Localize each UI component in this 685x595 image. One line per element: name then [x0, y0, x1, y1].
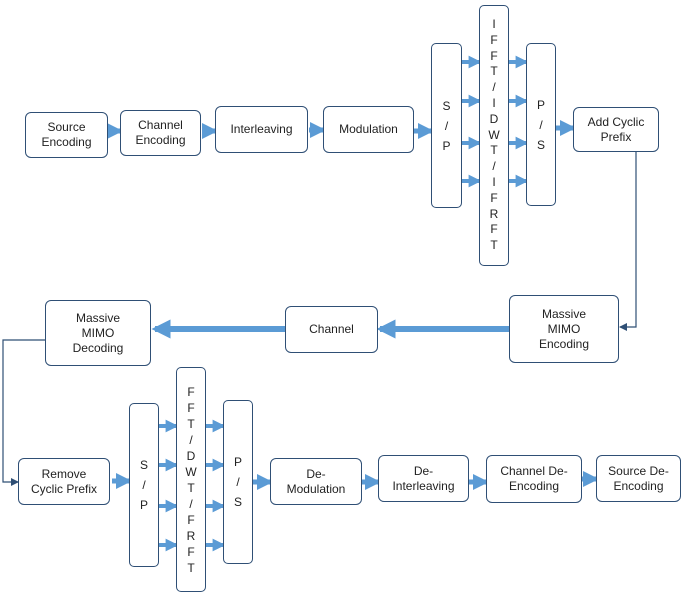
channel-encoding-block: Channel Encoding	[120, 110, 201, 156]
source-encoding-block: Source Encoding	[25, 112, 108, 158]
bottom-parallel-to-serial-label: P / S	[233, 455, 242, 509]
remove-cyclic-prefix-block: Remove Cyclic Prefix	[18, 458, 110, 505]
parallel-to-serial-label: P / S	[536, 97, 545, 152]
serial-to-parallel-label: S / P	[442, 98, 451, 153]
demodulation-block: De- Modulation	[270, 458, 362, 505]
bottom-parallel-to-serial-block: P / S	[223, 400, 253, 564]
interleaving-block: Interleaving	[215, 106, 308, 153]
add-cyclic-prefix-block: Add Cyclic Prefix	[573, 107, 659, 152]
massive-mimo-decoding-block: Massive MIMO Decoding	[45, 300, 151, 366]
massive-mimo-encoding-block: Massive MIMO Encoding	[509, 295, 619, 363]
channel-block: Channel	[285, 306, 378, 353]
connector-cyclic-to-mimo-encoding	[619, 151, 637, 331]
source-decoding-block: Source De- Encoding	[596, 455, 681, 502]
fft-dwt-frft-label: F F T / D W T / F R F T	[185, 384, 197, 575]
bottom-serial-to-parallel-block: S / P	[129, 403, 159, 567]
deinterleaving-block: De- Interleaving	[378, 455, 469, 502]
channel-decoding-block: Channel De- Encoding	[486, 455, 582, 503]
ifft-idwt-ifrft-label: I F F T / I D W T / I F R F T	[488, 17, 500, 253]
serial-to-parallel-block: S / P	[431, 43, 462, 208]
parallel-to-serial-block: P / S	[526, 43, 556, 206]
modulation-block: Modulation	[323, 106, 414, 153]
fft-dwt-frft-block: F F T / D W T / F R F T	[176, 367, 206, 592]
ifft-idwt-ifrft-block: I F F T / I D W T / I F R F T	[479, 5, 509, 266]
bottom-serial-to-parallel-label: S / P	[139, 458, 148, 512]
connector-mimo-decoding-to-remove-cyclic	[2, 339, 45, 486]
